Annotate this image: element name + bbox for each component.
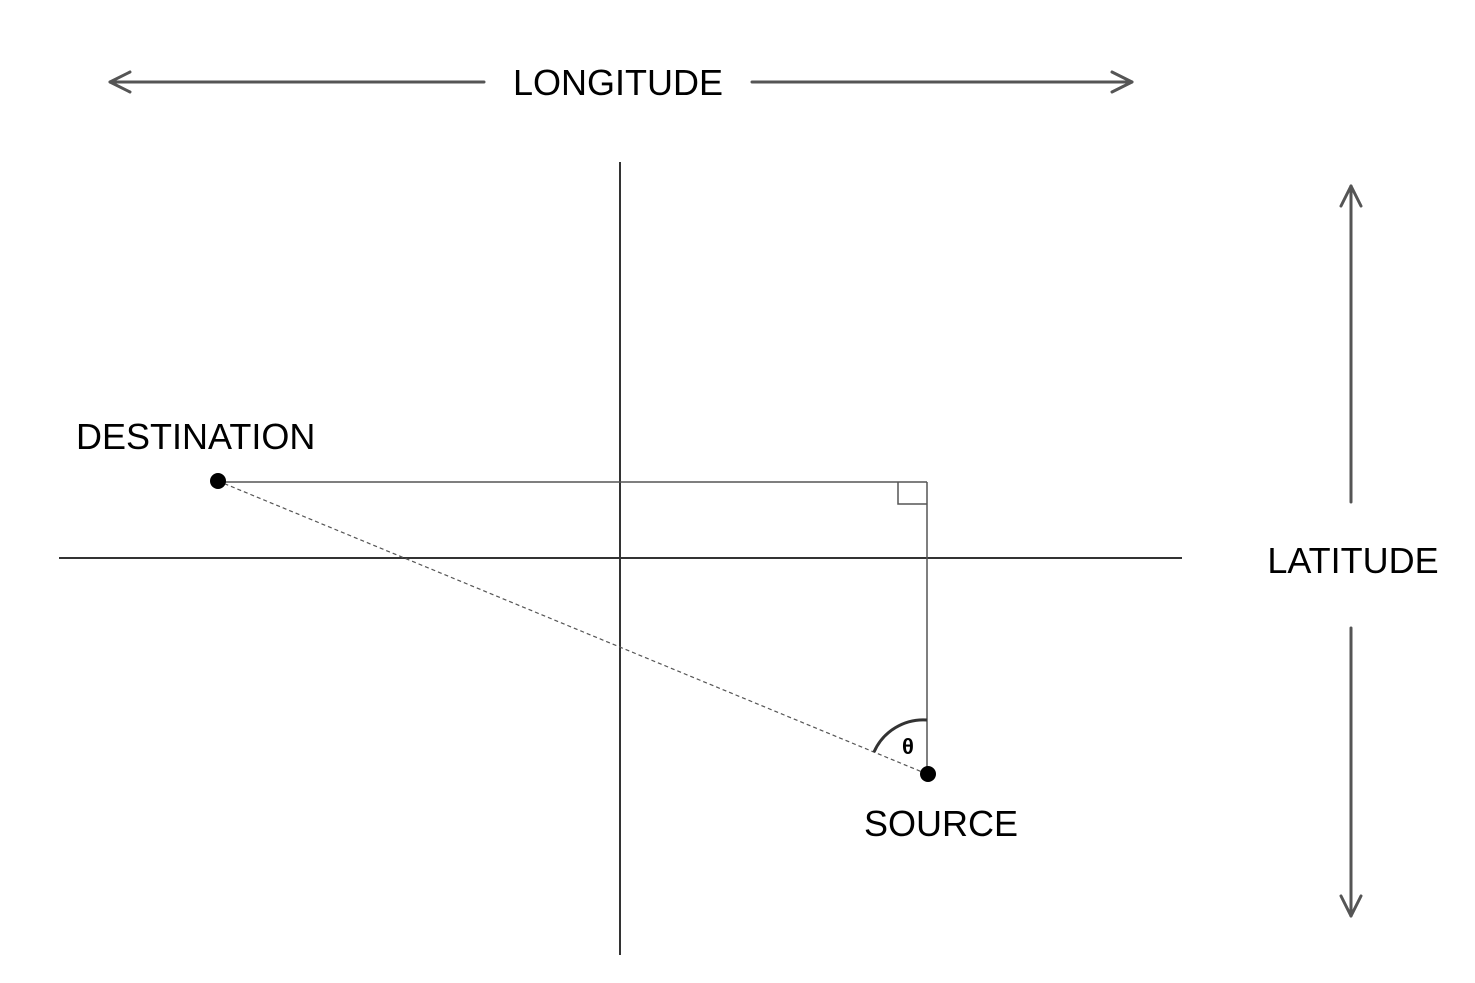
- destination-point: [210, 473, 226, 489]
- source-label: SOURCE: [864, 803, 1018, 844]
- hypotenuse-dashed: [217, 480, 928, 775]
- angle-theta-label: θ: [902, 734, 914, 759]
- source-point: [920, 766, 936, 782]
- longitude-arrow: [108, 70, 1134, 94]
- latitude-arrow: [1339, 184, 1363, 918]
- angle-arc: [872, 718, 928, 753]
- longitude-label: LONGITUDE: [513, 62, 723, 103]
- latitude-label: LATITUDE: [1267, 540, 1438, 581]
- right-angle-marker: [897, 482, 927, 505]
- destination-label: DESTINATION: [76, 416, 315, 457]
